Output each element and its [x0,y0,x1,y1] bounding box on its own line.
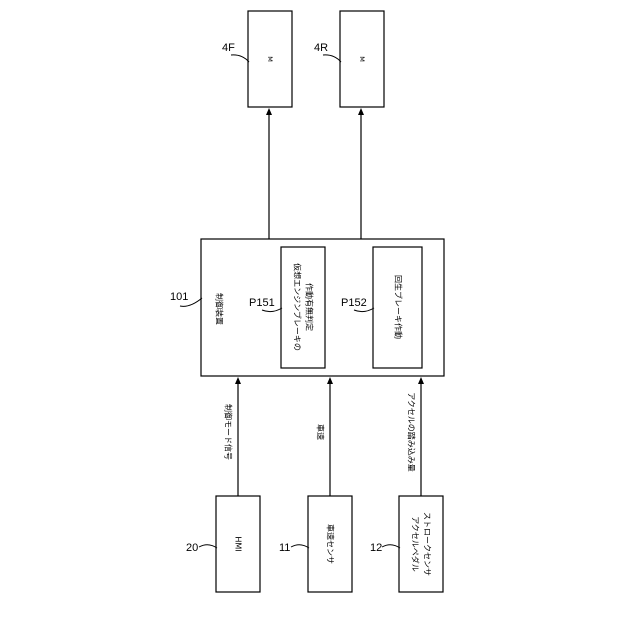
p152-ref: P152 [341,297,367,309]
speed-sensor-ref: 11 [279,542,290,554]
pedal-sensor-line2: ストロークセンサ [423,512,432,576]
motor-front-ref: 4F [222,42,235,54]
pedal-sensor-leader [382,545,400,548]
p151-line2: 作動有無判定 [305,283,315,331]
signal-hmi-label: 制御モード信号 [224,404,234,460]
controller: 制御装置 101 仮想エンジンブレーキの 作動有無判定 P151 回生ブレーキ作… [170,239,444,376]
speed-sensor-label: 車速センサ [326,524,336,564]
hmi-leader [199,545,217,548]
pedal-sensor-box [399,496,443,592]
hmi-label: HMI [234,536,243,551]
motor-rear-label: M [358,56,366,62]
p151-box [281,247,325,368]
signal-pedal-label: アクセルの踏み込み量 [407,392,417,472]
motor-front: M 4F [222,11,292,107]
pedal-sensor-block: アクセルペダル ストロークセンサ 12 [370,496,443,592]
motor-rear: M 4R [314,11,384,107]
hmi-block: HMI 20 [186,496,260,592]
controller-ref: 101 [170,291,188,303]
p151-ref: P151 [249,297,275,309]
speed-sensor-block: 車速センサ 11 [279,496,352,592]
p152-label: 回生ブレーキ作動 [394,275,404,339]
pedal-sensor-line1: アクセルペダル [411,516,421,572]
motor-rear-leader [323,55,341,62]
speed-sensor-leader [291,545,309,548]
controller-label: 制御装置 [215,293,225,325]
p151-line1: 仮想エンジンブレーキの [293,263,303,351]
motor-rear-ref: 4R [314,42,328,54]
motor-front-leader [231,55,249,62]
pedal-sensor-ref: 12 [370,542,382,554]
motor-front-label: M [266,56,274,62]
hmi-ref: 20 [186,542,198,554]
signal-speed-label: 車速 [316,424,326,440]
